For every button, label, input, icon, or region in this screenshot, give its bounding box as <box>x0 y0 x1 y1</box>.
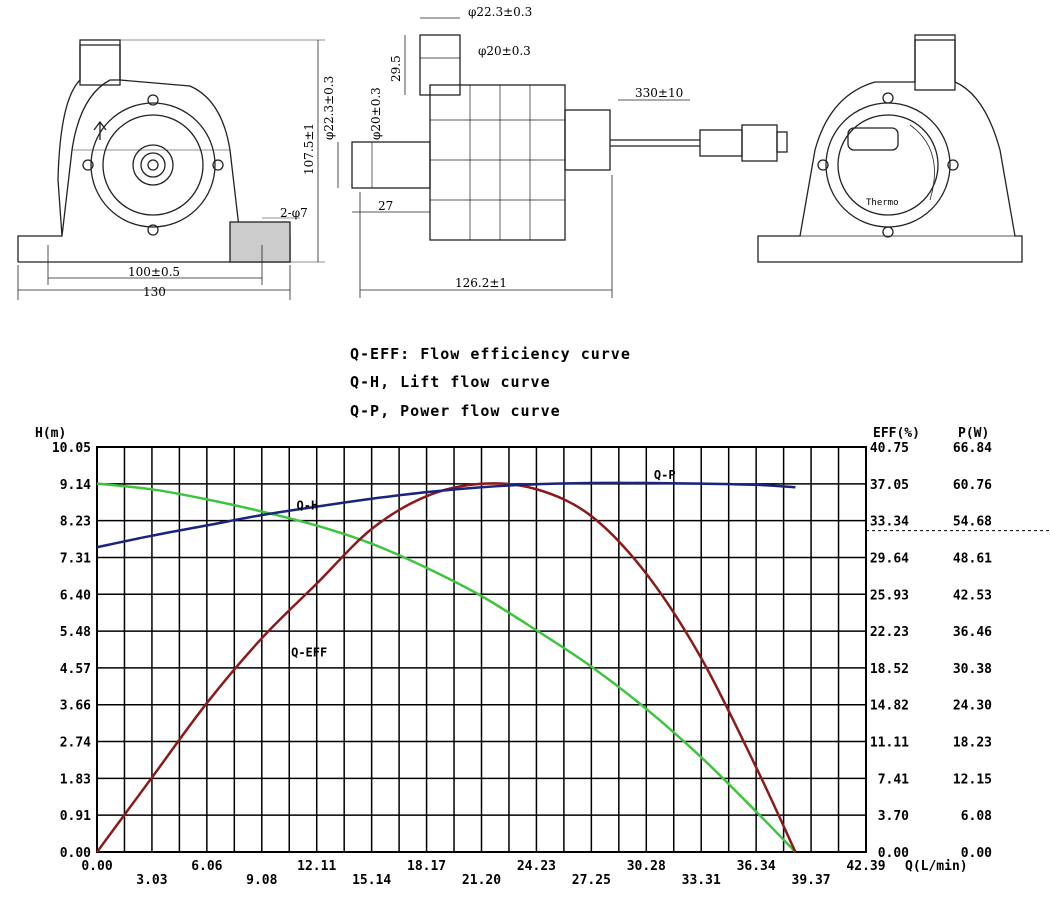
y-tick-label-eff: 7.41 <box>878 772 909 787</box>
series-label-q-h: Q-H <box>297 498 319 512</box>
y-axis-label-eff: EFF(%) <box>873 426 920 441</box>
x-tick-label: 3.03 <box>136 873 167 888</box>
y-tick-label-h: 1.83 <box>60 772 91 787</box>
x-tick-label: 27.25 <box>572 873 611 888</box>
side-dim-length: 126.2±1 <box>455 276 507 290</box>
y-tick-label-p: 30.38 <box>953 662 992 677</box>
front-dim-center: 100±0.5 <box>128 265 180 279</box>
y-tick-label-h: 2.74 <box>60 736 91 751</box>
y-tick-label-p: 48.61 <box>953 551 992 566</box>
series-q-eff-line <box>95 482 797 853</box>
legend-q-eff: Q-EFF: Flow efficiency curve <box>350 345 631 363</box>
side-view-drawing <box>337 17 788 298</box>
y-tick-label-h: 4.57 <box>60 662 91 677</box>
series-label-q-p: Q-P <box>654 468 676 482</box>
front-dim-height: 107.5±1 <box>302 123 316 175</box>
front-dim-width: 130 <box>143 285 166 299</box>
y-axis-label-h: H(m) <box>35 426 66 441</box>
y-tick-label-h: 0.00 <box>60 846 91 861</box>
x-tick-label: 15.14 <box>352 873 391 888</box>
x-tick-label: 30.28 <box>627 859 666 874</box>
y-tick-label-p: 36.46 <box>953 625 992 640</box>
y-tick-label-p: 18.23 <box>953 736 992 751</box>
y-tick-label-eff: 0.00 <box>878 846 909 861</box>
y-tick-label-p: 6.08 <box>961 809 992 824</box>
y-tick-label-p: 54.68 <box>953 515 992 530</box>
y-tick-label-eff: 37.05 <box>870 478 909 493</box>
y-tick-label-eff: 40.75 <box>870 441 909 456</box>
y-tick-label-eff: 25.93 <box>870 588 909 603</box>
y-tick-label-h: 0.91 <box>60 809 91 824</box>
y-tick-label-p: 42.53 <box>953 588 992 603</box>
y-tick-label-h: 7.31 <box>60 551 91 566</box>
y-tick-label-h: 5.48 <box>60 625 91 640</box>
front-view-drawing <box>17 39 325 300</box>
x-tick-label: 9.08 <box>246 873 277 888</box>
y-tick-label-eff: 11.11 <box>870 736 909 751</box>
y-axis-label-p: P(W) <box>958 426 989 441</box>
front-dim-hole: 2-φ7 <box>280 206 308 220</box>
y-tick-label-eff: 3.70 <box>878 809 909 824</box>
x-tick-label: 24.23 <box>517 859 556 874</box>
performance-chart: 0.00 0.91 1.83 2.74 3.66 4.57 5.48 6.40 7.31 8.23… <box>35 426 1050 888</box>
series-q-h-line <box>96 482 797 853</box>
side-dim-outlet-outer: φ22.3±0.3 <box>468 5 532 19</box>
y-tick-label-eff: 33.34 <box>870 515 909 530</box>
x-axis-label: Q(L/min) <box>905 859 968 874</box>
y-tick-label-eff: 14.82 <box>870 699 909 714</box>
y-tick-label-h: 10.05 <box>52 441 91 456</box>
x-tick-label: 39.37 <box>792 873 831 888</box>
x-tick-label: 0.00 <box>81 859 112 874</box>
y-tick-label-eff: 22.23 <box>870 625 909 640</box>
y-tick-label-p: 0.00 <box>961 846 992 861</box>
x-tick-label: 36.34 <box>737 859 776 874</box>
y-tick-label-p: 60.76 <box>953 478 992 493</box>
back-view-drawing <box>757 34 1023 263</box>
y-tick-label-p: 12.15 <box>953 772 992 787</box>
back-brand-label: Thermo <box>866 198 899 208</box>
y-tick-label-p: 66.84 <box>953 441 992 456</box>
y-tick-label-h: 6.40 <box>60 588 91 603</box>
side-dim-outlet-inner: φ20±0.3 <box>478 44 531 58</box>
legend-q-p: Q-P, Power flow curve <box>350 402 561 420</box>
x-tick-label: 42.39 <box>846 859 885 874</box>
y-tick-label-eff: 18.52 <box>870 662 909 677</box>
side-dim-cable: 330±10 <box>635 86 683 100</box>
y-tick-label-p: 24.30 <box>953 699 992 714</box>
side-dim-inlet-length: 27 <box>378 199 393 213</box>
side-dim-inlet-inner: φ20±0.3 <box>369 87 383 140</box>
side-dim-outlet-height: 29.5 <box>389 55 403 82</box>
x-tick-label: 21.20 <box>462 873 501 888</box>
x-tick-label: 18.17 <box>407 859 446 874</box>
x-tick-label: 6.06 <box>191 859 222 874</box>
y-tick-label-h: 8.23 <box>60 515 91 530</box>
series-label-q-eff: Q-EFF <box>291 646 327 660</box>
y-tick-label-h: 3.66 <box>60 699 91 714</box>
x-tick-label: 33.31 <box>682 873 721 888</box>
y-tick-label-h: 9.14 <box>60 478 91 493</box>
side-dim-inlet-outer: φ22.3±0.3 <box>322 76 336 140</box>
series-q-p-line <box>96 481 796 549</box>
legend-q-h: Q-H, Lift flow curve <box>350 373 551 391</box>
x-tick-label: 12.11 <box>297 859 336 874</box>
y-tick-label-eff: 29.64 <box>870 551 909 566</box>
